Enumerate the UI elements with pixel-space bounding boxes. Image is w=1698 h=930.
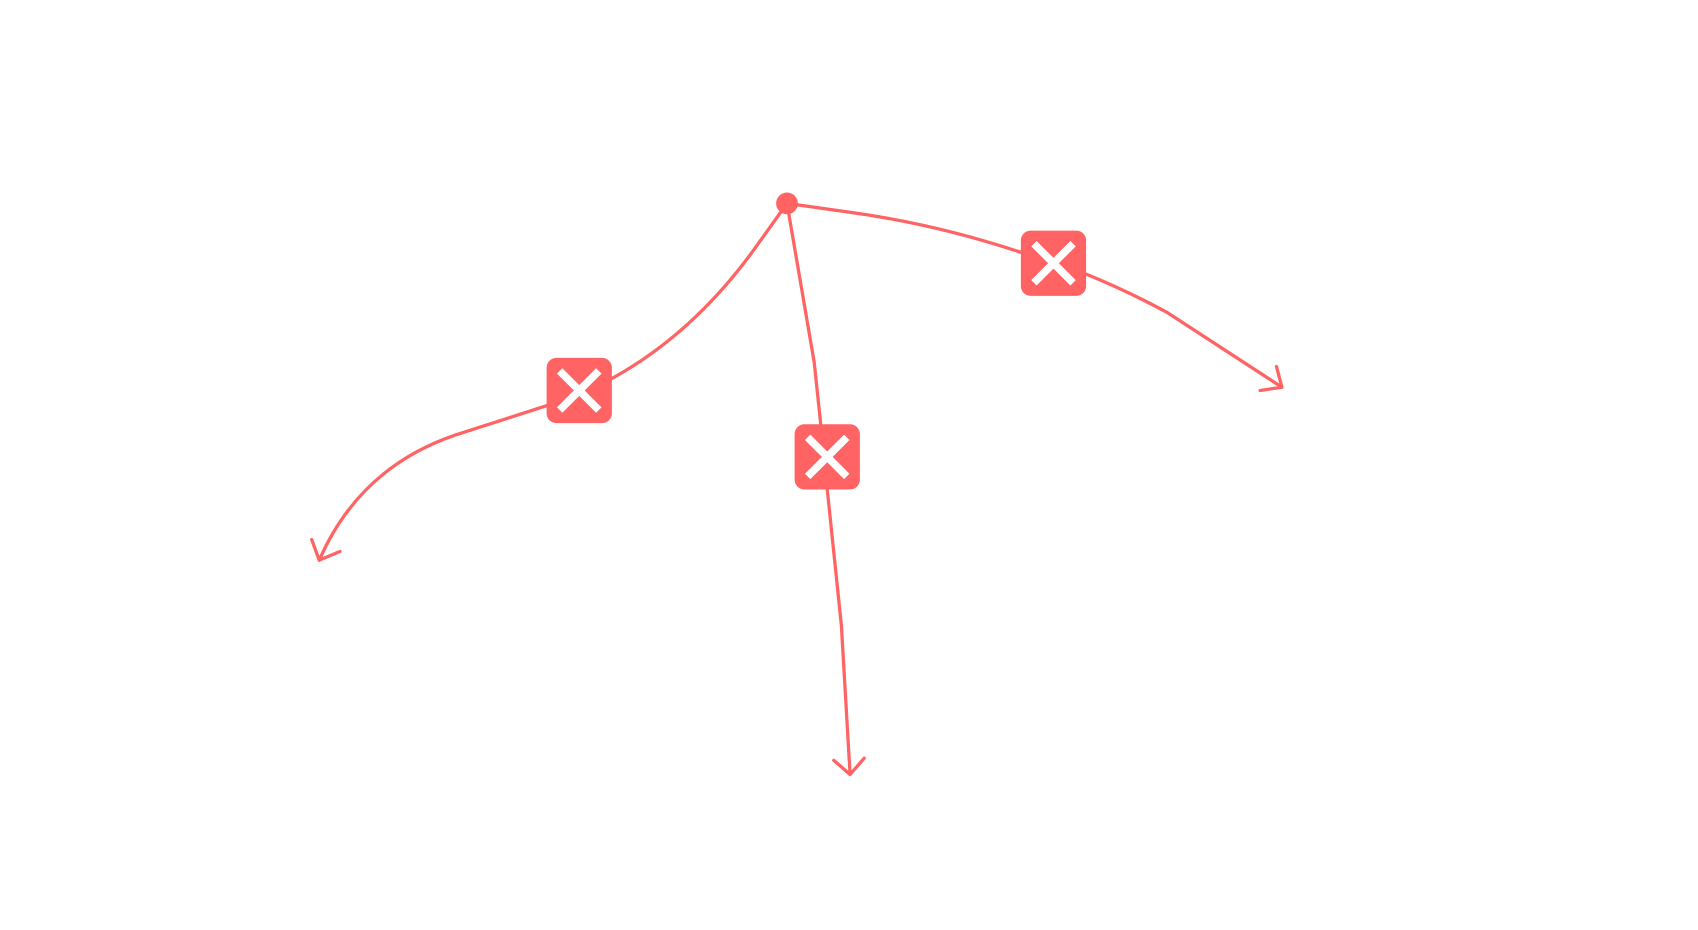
root-node[interactable] [776, 192, 798, 215]
delete-edge-button-left[interactable] [546, 357, 612, 424]
x-close-icon [804, 434, 850, 480]
x-close-icon [1031, 240, 1076, 286]
edge-right[interactable] [785, 201, 1284, 389]
arrowhead-middle [832, 756, 866, 777]
arrowhead-right [1258, 364, 1284, 393]
x-close-icon [556, 368, 602, 413]
edge-left[interactable] [317, 201, 789, 562]
edge-middle[interactable] [785, 201, 852, 777]
arrowhead-left [310, 537, 342, 562]
delete-edge-button-right[interactable] [1020, 230, 1087, 296]
delete-edge-button-middle[interactable] [794, 424, 860, 490]
